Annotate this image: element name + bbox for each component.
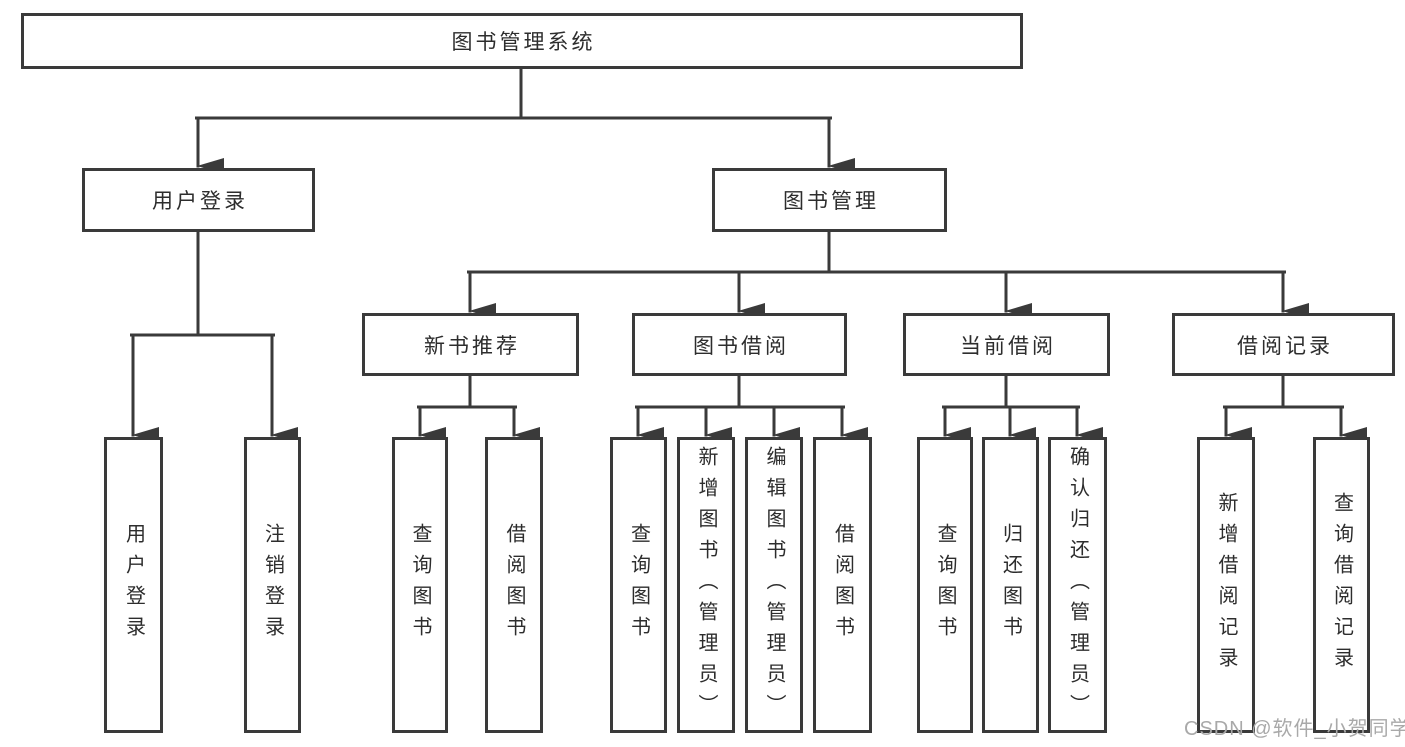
node-new-book-recommend: 新书推荐 bbox=[362, 313, 579, 376]
leaf-label: 查询图书 bbox=[409, 523, 431, 647]
node-user-login: 用户登录 bbox=[82, 168, 315, 232]
leaf-label: 新增借阅记录 bbox=[1215, 492, 1237, 678]
leaf-add-borrow-record: 新增借阅记录 bbox=[1197, 437, 1255, 733]
leaf-query-books-recommend: 查询图书 bbox=[392, 437, 448, 733]
leaf-label: 编辑图书（管理员） bbox=[763, 445, 785, 725]
leaf-label: 查询图书 bbox=[627, 523, 650, 647]
leaf-return-books: 归还图书 bbox=[982, 437, 1039, 733]
leaf-borrow-books: 借阅图书 bbox=[813, 437, 872, 733]
leaf-edit-books-admin: 编辑图书（管理员） bbox=[745, 437, 803, 733]
leaf-query-books-borrow: 查询图书 bbox=[610, 437, 667, 733]
leaf-borrow-books-recommend: 借阅图书 bbox=[485, 437, 543, 733]
leaf-label: 用户登录 bbox=[122, 523, 145, 647]
leaf-label: 查询图书 bbox=[934, 523, 956, 647]
leaf-logout: 注销登录 bbox=[244, 437, 301, 733]
leaf-label: 注销登录 bbox=[261, 523, 284, 647]
node-book-management: 图书管理 bbox=[712, 168, 947, 232]
node-borrow-records: 借阅记录 bbox=[1172, 313, 1395, 376]
leaf-query-books-current: 查询图书 bbox=[917, 437, 973, 733]
leaf-label: 新增图书（管理员） bbox=[695, 445, 717, 725]
leaf-label: 借阅图书 bbox=[831, 523, 854, 647]
leaf-confirm-return-admin: 确认归还（管理员） bbox=[1048, 437, 1107, 733]
node-book-borrow: 图书借阅 bbox=[632, 313, 847, 376]
leaf-query-borrow-record: 查询借阅记录 bbox=[1313, 437, 1370, 733]
csdn-watermark: CSDN @软件_小贺同学 bbox=[1184, 718, 1405, 740]
node-library-management-system: 图书管理系统 bbox=[21, 13, 1023, 69]
leaf-label: 确认归还（管理员） bbox=[1066, 445, 1089, 725]
leaf-add-books-admin: 新增图书（管理员） bbox=[677, 437, 735, 733]
node-current-borrow: 当前借阅 bbox=[903, 313, 1110, 376]
leaf-user-login: 用户登录 bbox=[104, 437, 163, 733]
leaf-label: 借阅图书 bbox=[503, 523, 525, 647]
leaf-label: 归还图书 bbox=[999, 523, 1022, 647]
leaf-label: 查询借阅记录 bbox=[1330, 492, 1353, 678]
